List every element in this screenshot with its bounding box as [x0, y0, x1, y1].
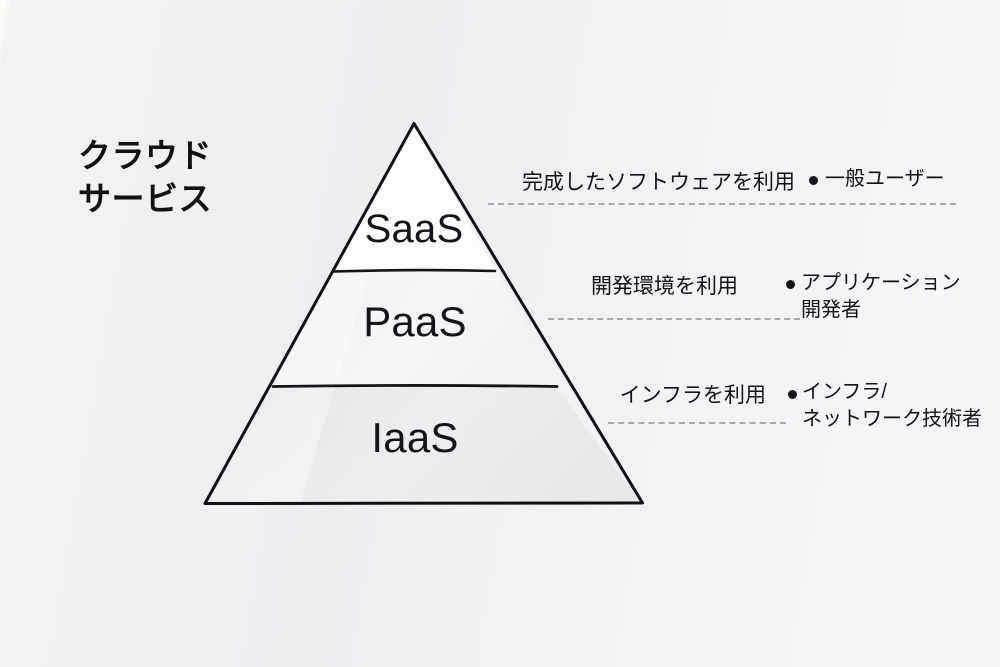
pyramid-label-iaas: IaaS [371, 414, 459, 461]
annotation-leader-line-paas [548, 318, 800, 320]
annotation-target-paas: アプリケーション 開発者 [801, 272, 961, 321]
pyramid-label-saas: SaaS [364, 207, 464, 251]
divider-saas-paas [331, 268, 497, 273]
annotation-action-paas: 開発環境を利用 [591, 275, 738, 298]
divider-paas-iaas [271, 384, 559, 388]
annotation-action-saas: 完成したソフトウェアを利用 [522, 171, 795, 194]
annotation-target-saas: 一般ユーザー [825, 168, 945, 190]
annotation-target-iaas: インフラ/ ネットワーク技術者 [802, 381, 982, 430]
pyramid-label-paas: PaaS [363, 298, 467, 345]
bullet-icon-iaas [788, 390, 797, 399]
annotation-leader-line-iaas [608, 422, 786, 424]
annotation-leader-line-saas [488, 203, 956, 205]
page-title: クラウド サービス [78, 137, 212, 217]
annotation-action-iaas: インフラを利用 [619, 384, 766, 407]
bullet-icon-saas [809, 176, 818, 185]
bullet-icon-paas [786, 280, 795, 289]
